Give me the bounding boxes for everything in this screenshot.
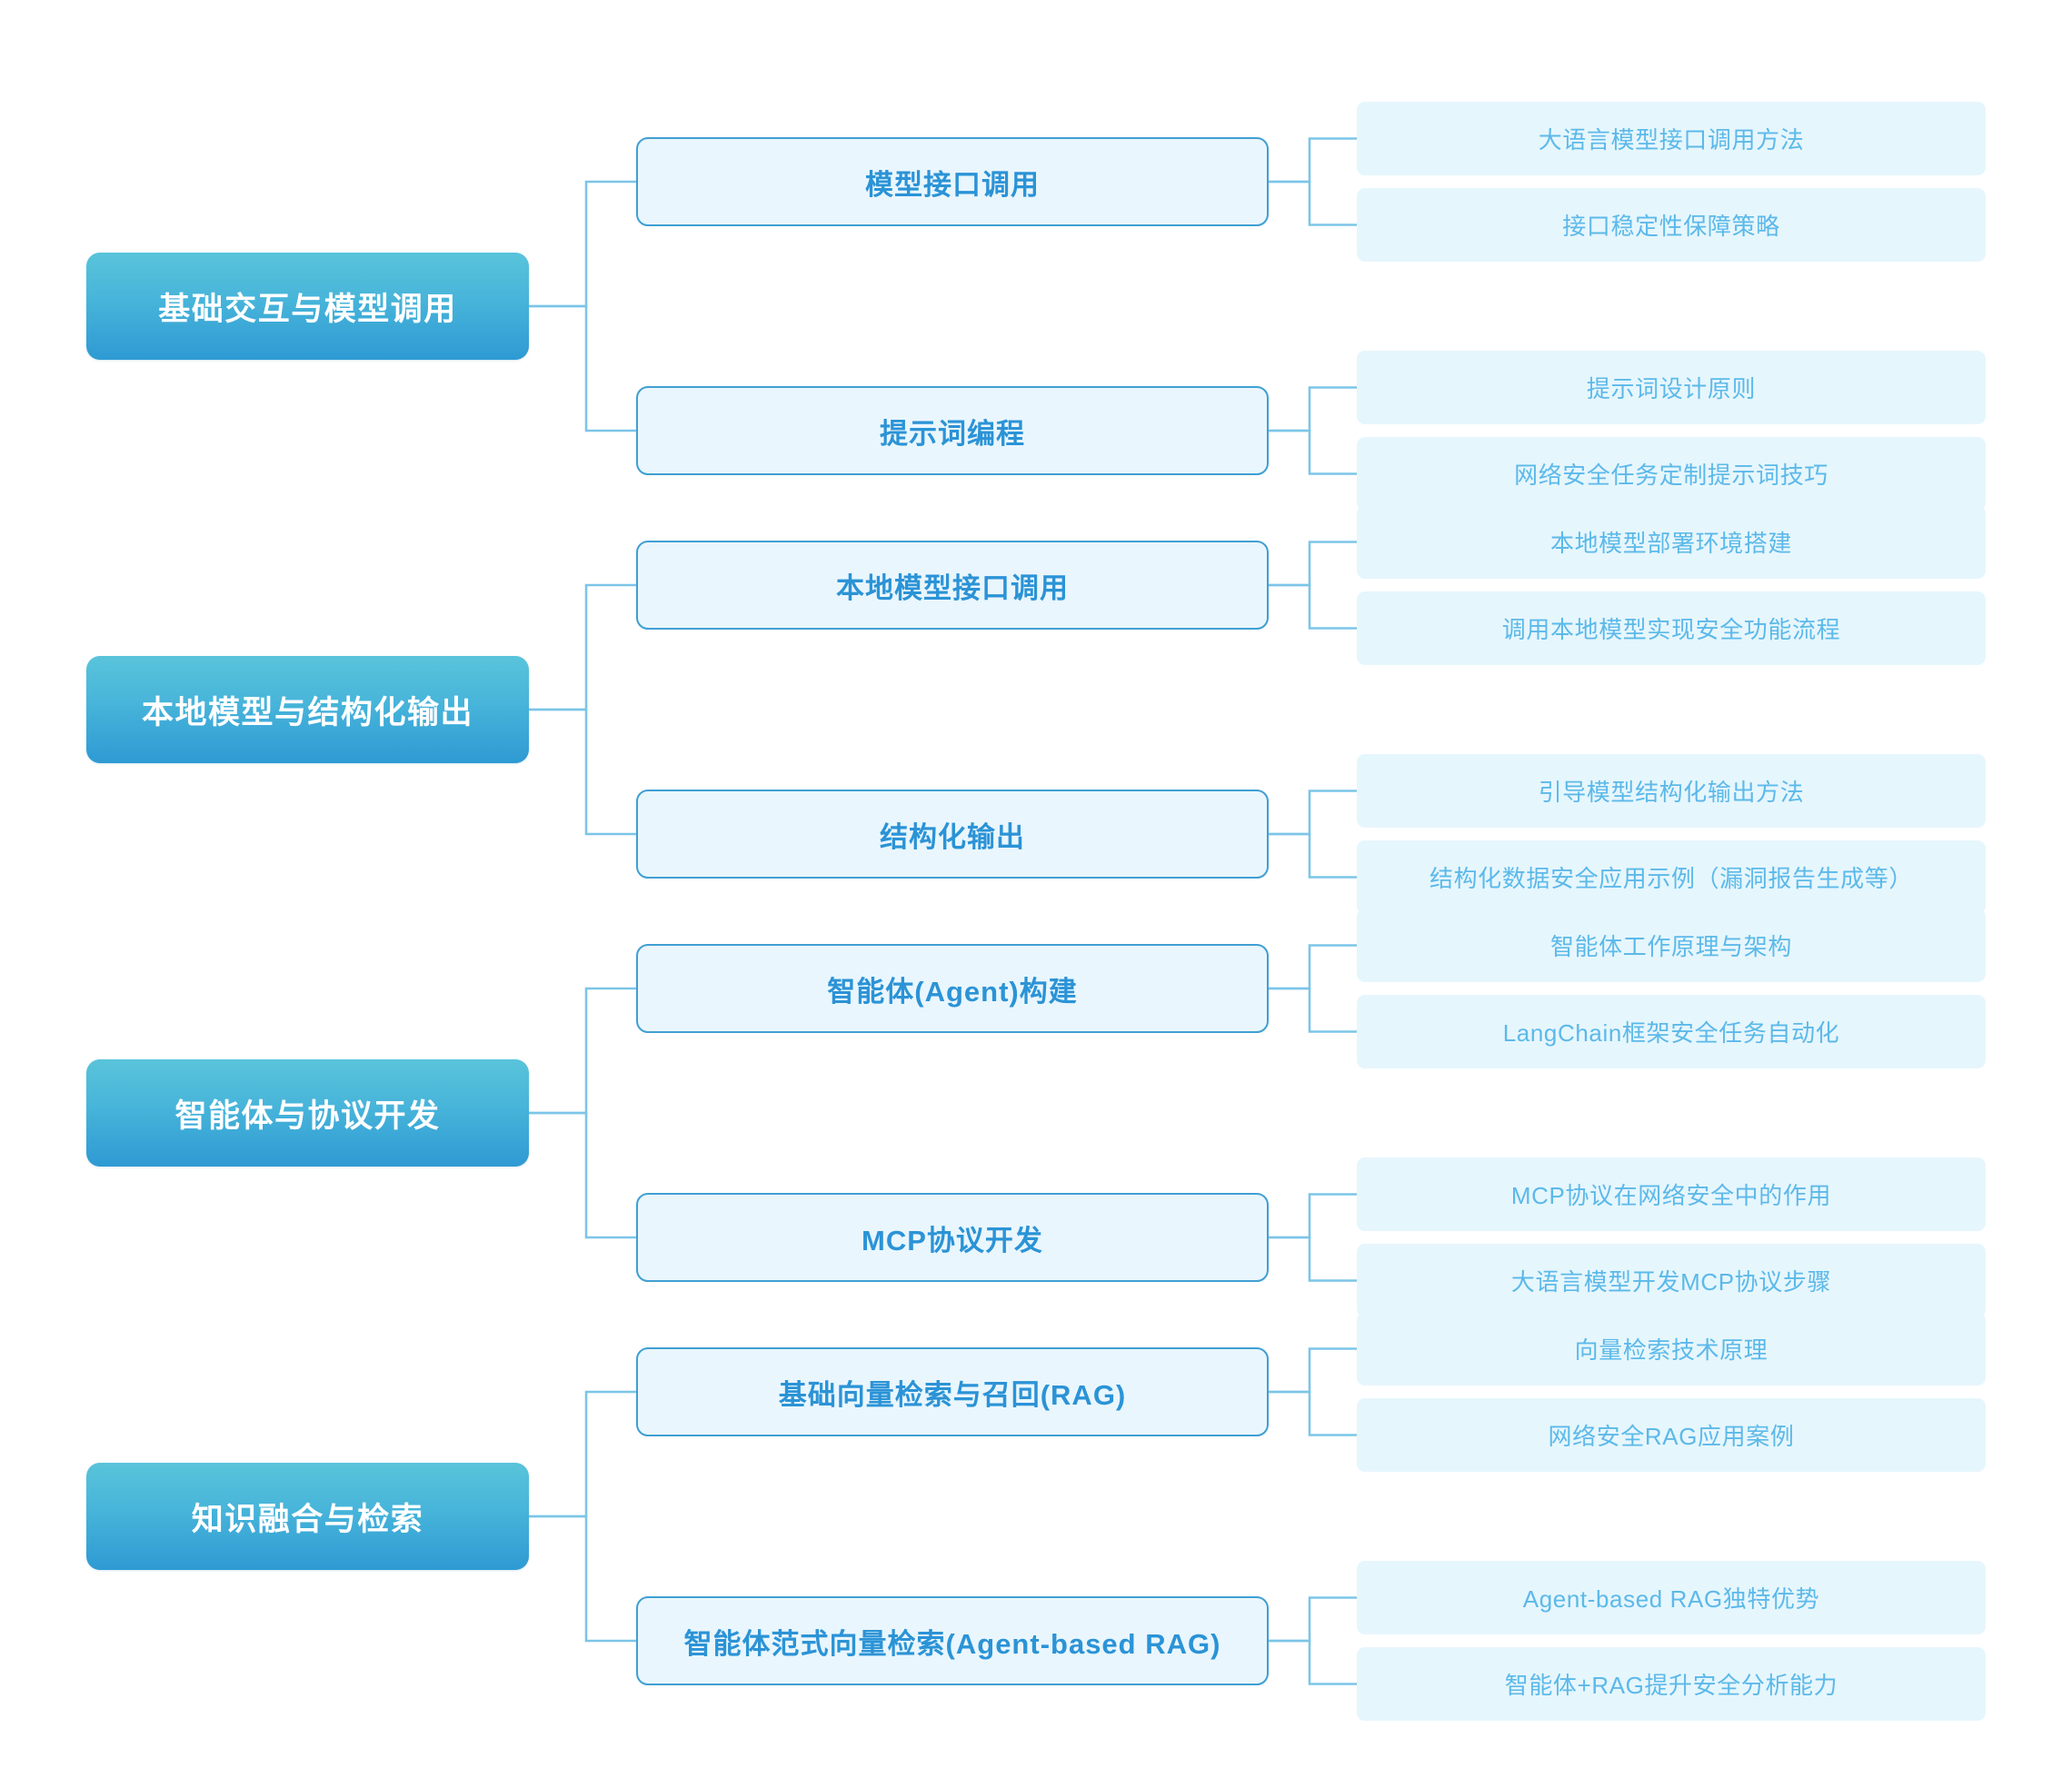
leaf-node-g1-b2-l1[interactable]: 提示词设计原则 <box>1357 351 1986 424</box>
branch-node-g4-b2[interactable]: 智能体范式向量检索(Agent-based RAG) <box>636 1596 1269 1685</box>
root-node-g2[interactable]: 本地模型与结构化输出 <box>86 656 529 763</box>
leaf-node-g3-b2-l2-label: 大语言模型开发MCP协议步骤 <box>1510 1268 1832 1296</box>
leaf-node-g4-b2-l2[interactable]: 智能体+RAG提升安全分析能力 <box>1357 1647 1986 1721</box>
link-branch-to-leaf-g4-b1-l1 <box>1269 1347 1357 1394</box>
leaf-node-g4-b2-l2-label: 智能体+RAG提升安全分析能力 <box>1504 1672 1838 1699</box>
link-branch-to-leaf-g3-b2-l2 <box>1269 1236 1357 1282</box>
link-root-to-branch-g3-b2 <box>529 1111 636 1239</box>
leaf-node-g4-b1-l2[interactable]: 网络安全RAG应用案例 <box>1357 1398 1986 1472</box>
link-root-to-branch-g4-b1 <box>529 1390 636 1518</box>
leaf-node-g3-b1-l1-label: 智能体工作原理与架构 <box>1549 933 1792 960</box>
leaf-node-g1-b1-l1-label: 大语言模型接口调用方法 <box>1538 126 1805 154</box>
branch-node-g1-b2-label: 提示词编程 <box>880 417 1025 450</box>
leaf-node-g3-b2-l1[interactable]: MCP协议在网络安全中的作用 <box>1357 1157 1986 1231</box>
leaf-node-g1-b1-l1[interactable]: 大语言模型接口调用方法 <box>1357 102 1986 175</box>
link-branch-to-leaf-g4-b2-l2 <box>1269 1639 1357 1685</box>
leaf-node-g4-b1-l1[interactable]: 向量检索技术原理 <box>1357 1312 1986 1386</box>
link-branch-to-leaf-g1-b1-l2 <box>1269 180 1357 226</box>
link-branch-to-leaf-g3-b1-l1 <box>1269 944 1357 990</box>
branch-node-g1-b1[interactable]: 模型接口调用 <box>636 137 1269 226</box>
link-branch-to-leaf-g4-b1-l2 <box>1269 1390 1357 1436</box>
root-node-g3-label: 智能体与协议开发 <box>174 1098 441 1134</box>
leaf-node-g2-b2-l1-label: 引导模型结构化输出方法 <box>1538 779 1805 806</box>
link-branch-to-leaf-g3-b1-l2 <box>1269 987 1357 1033</box>
root-node-g2-label: 本地模型与结构化输出 <box>141 694 473 730</box>
link-branch-to-leaf-g2-b1-l1 <box>1269 541 1357 587</box>
leaf-node-g2-b1-l1-label: 本地模型部署环境搭建 <box>1549 530 1792 557</box>
root-node-g1-label: 基础交互与模型调用 <box>158 291 457 327</box>
branch-node-g3-b1-label: 智能体(Agent)构建 <box>827 975 1078 1008</box>
branch-node-g4-b2-label: 智能体范式向量检索(Agent-based RAG) <box>683 1627 1221 1660</box>
leaf-node-g1-b2-l2-label: 网络安全任务定制提示词技巧 <box>1514 462 1828 489</box>
root-node-g3[interactable]: 智能体与协议开发 <box>86 1059 529 1167</box>
leaf-node-g4-b1-l2-label: 网络安全RAG应用案例 <box>1548 1423 1795 1450</box>
branch-node-g3-b1[interactable]: 智能体(Agent)构建 <box>636 944 1269 1033</box>
root-node-g4[interactable]: 知识融合与检索 <box>86 1463 529 1570</box>
branch-node-g4-b1[interactable]: 基础向量检索与召回(RAG) <box>636 1347 1269 1436</box>
root-node-g4-label: 知识融合与检索 <box>191 1501 424 1537</box>
leaf-node-g3-b1-l1[interactable]: 智能体工作原理与架构 <box>1357 909 1986 982</box>
branch-node-g2-b2[interactable]: 结构化输出 <box>636 790 1269 879</box>
link-root-to-branch-g1-b1 <box>529 180 636 308</box>
link-root-to-branch-g3-b1 <box>529 987 636 1115</box>
leaf-node-g4-b2-l1-label: Agent-based RAG独特优势 <box>1522 1585 1820 1613</box>
branch-node-g3-b2-label: MCP协议开发 <box>862 1224 1043 1257</box>
leaf-node-g2-b1-l2[interactable]: 调用本地模型实现安全功能流程 <box>1357 591 1986 665</box>
leaf-node-g4-b1-l1-label: 向量检索技术原理 <box>1574 1336 1768 1364</box>
leaf-node-g1-b2-l1-label: 提示词设计原则 <box>1586 375 1757 402</box>
leaf-node-g1-b2-l2[interactable]: 网络安全任务定制提示词技巧 <box>1357 437 1986 511</box>
leaf-node-g2-b2-l2[interactable]: 结构化数据安全应用示例（漏洞报告生成等） <box>1357 840 1986 914</box>
branch-node-g2-b1[interactable]: 本地模型接口调用 <box>636 541 1269 630</box>
link-branch-to-leaf-g2-b2-l1 <box>1269 790 1357 836</box>
branch-node-g1-b2[interactable]: 提示词编程 <box>636 386 1269 475</box>
root-node-g1[interactable]: 基础交互与模型调用 <box>86 253 529 360</box>
branch-node-g1-b1-label: 模型接口调用 <box>865 168 1040 201</box>
leaf-node-g3-b1-l2-label: LangChain框架安全任务自动化 <box>1502 1019 1840 1047</box>
link-root-to-branch-g2-b1 <box>529 583 636 711</box>
leaf-node-g3-b2-l2[interactable]: 大语言模型开发MCP协议步骤 <box>1357 1244 1986 1317</box>
branch-node-g4-b1-label: 基础向量检索与召回(RAG) <box>778 1378 1127 1411</box>
link-branch-to-leaf-g3-b2-l1 <box>1269 1193 1357 1239</box>
link-root-to-branch-g1-b2 <box>529 304 636 432</box>
leaf-node-g2-b1-l1[interactable]: 本地模型部署环境搭建 <box>1357 505 1986 579</box>
link-branch-to-leaf-g2-b1-l2 <box>1269 583 1357 630</box>
leaf-node-g3-b2-l1-label: MCP协议在网络安全中的作用 <box>1510 1182 1832 1209</box>
leaf-node-g2-b1-l2-label: 调用本地模型实现安全功能流程 <box>1501 616 1841 643</box>
leaf-node-g2-b2-l2-label: 结构化数据安全应用示例（漏洞报告生成等） <box>1429 865 1913 892</box>
link-branch-to-leaf-g1-b2-l1 <box>1269 386 1357 432</box>
leaf-node-g3-b1-l2[interactable]: LangChain框架安全任务自动化 <box>1357 995 1986 1068</box>
link-branch-to-leaf-g1-b1-l1 <box>1269 137 1357 184</box>
branch-node-g2-b1-label: 本地模型接口调用 <box>836 571 1069 604</box>
branch-node-g3-b2[interactable]: MCP协议开发 <box>636 1193 1269 1282</box>
link-branch-to-leaf-g4-b2-l1 <box>1269 1596 1357 1643</box>
link-branch-to-leaf-g1-b2-l2 <box>1269 429 1357 475</box>
leaf-node-g1-b1-l2-label: 接口稳定性保障策略 <box>1562 213 1780 240</box>
leaf-node-g1-b1-l2[interactable]: 接口稳定性保障策略 <box>1357 188 1986 262</box>
branch-node-g2-b2-label: 结构化输出 <box>880 820 1025 853</box>
link-branch-to-leaf-g2-b2-l2 <box>1269 832 1357 879</box>
link-root-to-branch-g2-b2 <box>529 708 636 836</box>
leaf-node-g2-b2-l1[interactable]: 引导模型结构化输出方法 <box>1357 754 1986 828</box>
link-root-to-branch-g4-b2 <box>529 1515 636 1643</box>
leaf-node-g4-b2-l1[interactable]: Agent-based RAG独特优势 <box>1357 1561 1986 1634</box>
